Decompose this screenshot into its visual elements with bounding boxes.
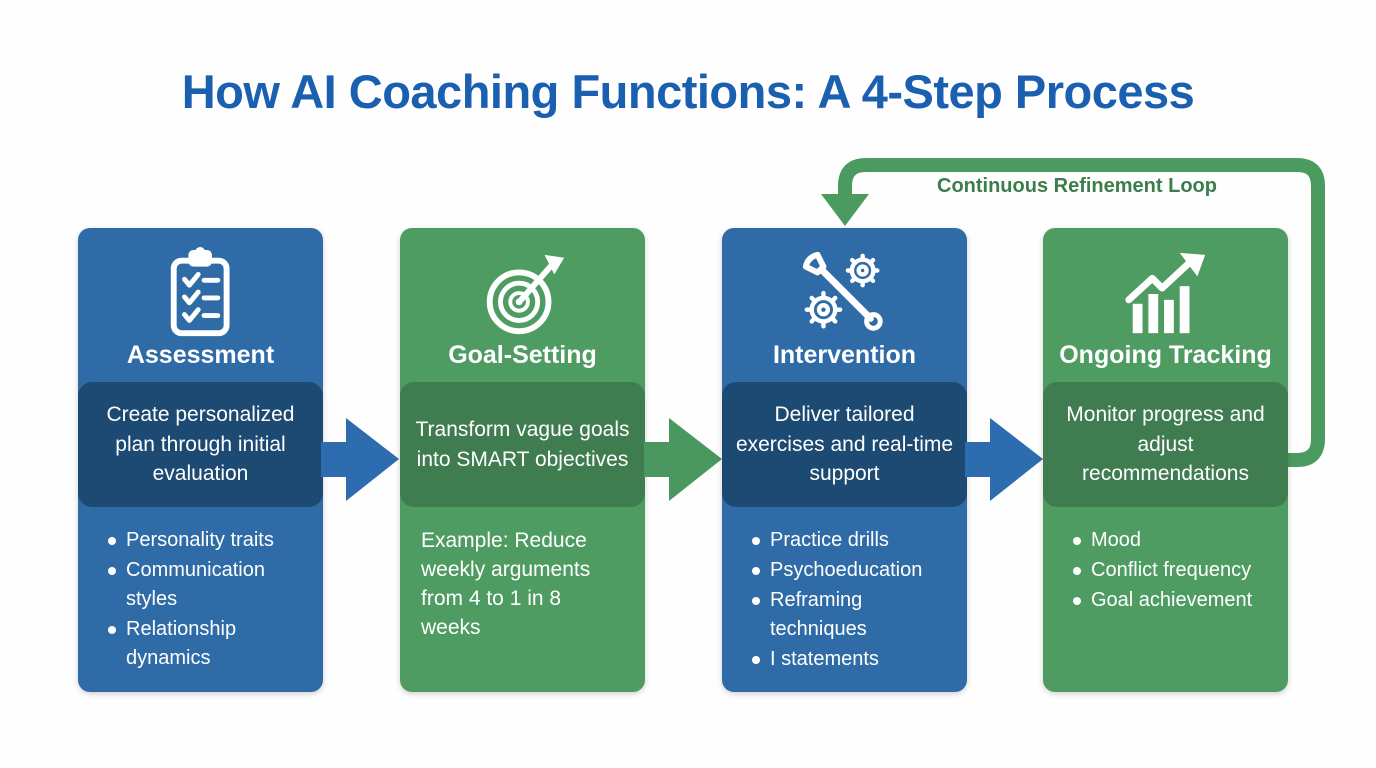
detail-item: Practice drills bbox=[752, 526, 953, 555]
step-description: Transform vague goals into SMART objecti… bbox=[415, 418, 630, 471]
step-detail-list: Personality traits Communication styles … bbox=[78, 526, 323, 674]
wrench-gears-icon bbox=[722, 244, 967, 344]
detail-item: Psychoeducation bbox=[752, 556, 953, 585]
step-title: Intervention bbox=[772, 341, 917, 369]
step-detail-list: Practice drills Psychoeducation Reframin… bbox=[722, 526, 967, 675]
page-title: How AI Coaching Functions: A 4-Step Proc… bbox=[181, 65, 1195, 118]
detail-item: Goal achievement bbox=[1073, 586, 1274, 615]
clipboard-checklist-icon bbox=[78, 244, 323, 344]
step-card-intervention: Intervention Deliver tailored exercises … bbox=[722, 228, 967, 692]
step-description-box: Transform vague goals into SMART objecti… bbox=[400, 382, 645, 507]
step-example-text: Example: Reduce weekly arguments from 4 … bbox=[421, 529, 591, 639]
detail-item: Communication styles bbox=[108, 556, 309, 614]
step-card-ongoing-tracking: Ongoing Tracking Monitor progress and ad… bbox=[1043, 228, 1288, 692]
detail-item: Personality traits bbox=[108, 526, 309, 555]
step-detail-list: Mood Conflict frequency Goal achievement bbox=[1043, 526, 1288, 616]
step-card-assessment: Assessment Create personalized plan thro… bbox=[78, 228, 323, 692]
step-title: Ongoing Tracking bbox=[1059, 341, 1272, 369]
detail-item: Relationship dynamics bbox=[108, 615, 309, 673]
refinement-loop-label: Continuous Refinement Loop bbox=[937, 175, 1217, 197]
detail-item: I statements bbox=[752, 645, 953, 674]
flow-arrow-3-icon bbox=[965, 418, 1043, 501]
detail-item: Conflict frequency bbox=[1073, 556, 1274, 585]
step-description-box: Create personalized plan through initial… bbox=[78, 382, 323, 507]
step-description: Monitor progress and adjust recommendati… bbox=[1066, 403, 1265, 486]
step-description: Deliver tailored exercises and real-time… bbox=[735, 403, 954, 486]
step-description: Create personalized plan through initial… bbox=[106, 403, 295, 486]
detail-item: Mood bbox=[1073, 526, 1274, 555]
detail-item: Reframing techniques bbox=[752, 586, 953, 644]
flow-arrow-2-icon bbox=[644, 418, 722, 501]
step-title: Assessment bbox=[126, 341, 275, 369]
refinement-loop-arrowhead-icon bbox=[821, 194, 869, 226]
step-description-box: Deliver tailored exercises and real-time… bbox=[722, 382, 967, 507]
growth-chart-arrow-icon bbox=[1043, 244, 1288, 344]
target-dart-icon bbox=[400, 244, 645, 344]
step-card-goal-setting: Goal-Setting Transform vague goals into … bbox=[400, 228, 645, 692]
step-title: Goal-Setting bbox=[448, 341, 597, 369]
step-description-box: Monitor progress and adjust recommendati… bbox=[1043, 382, 1288, 507]
flow-arrow-1-icon bbox=[321, 418, 399, 501]
